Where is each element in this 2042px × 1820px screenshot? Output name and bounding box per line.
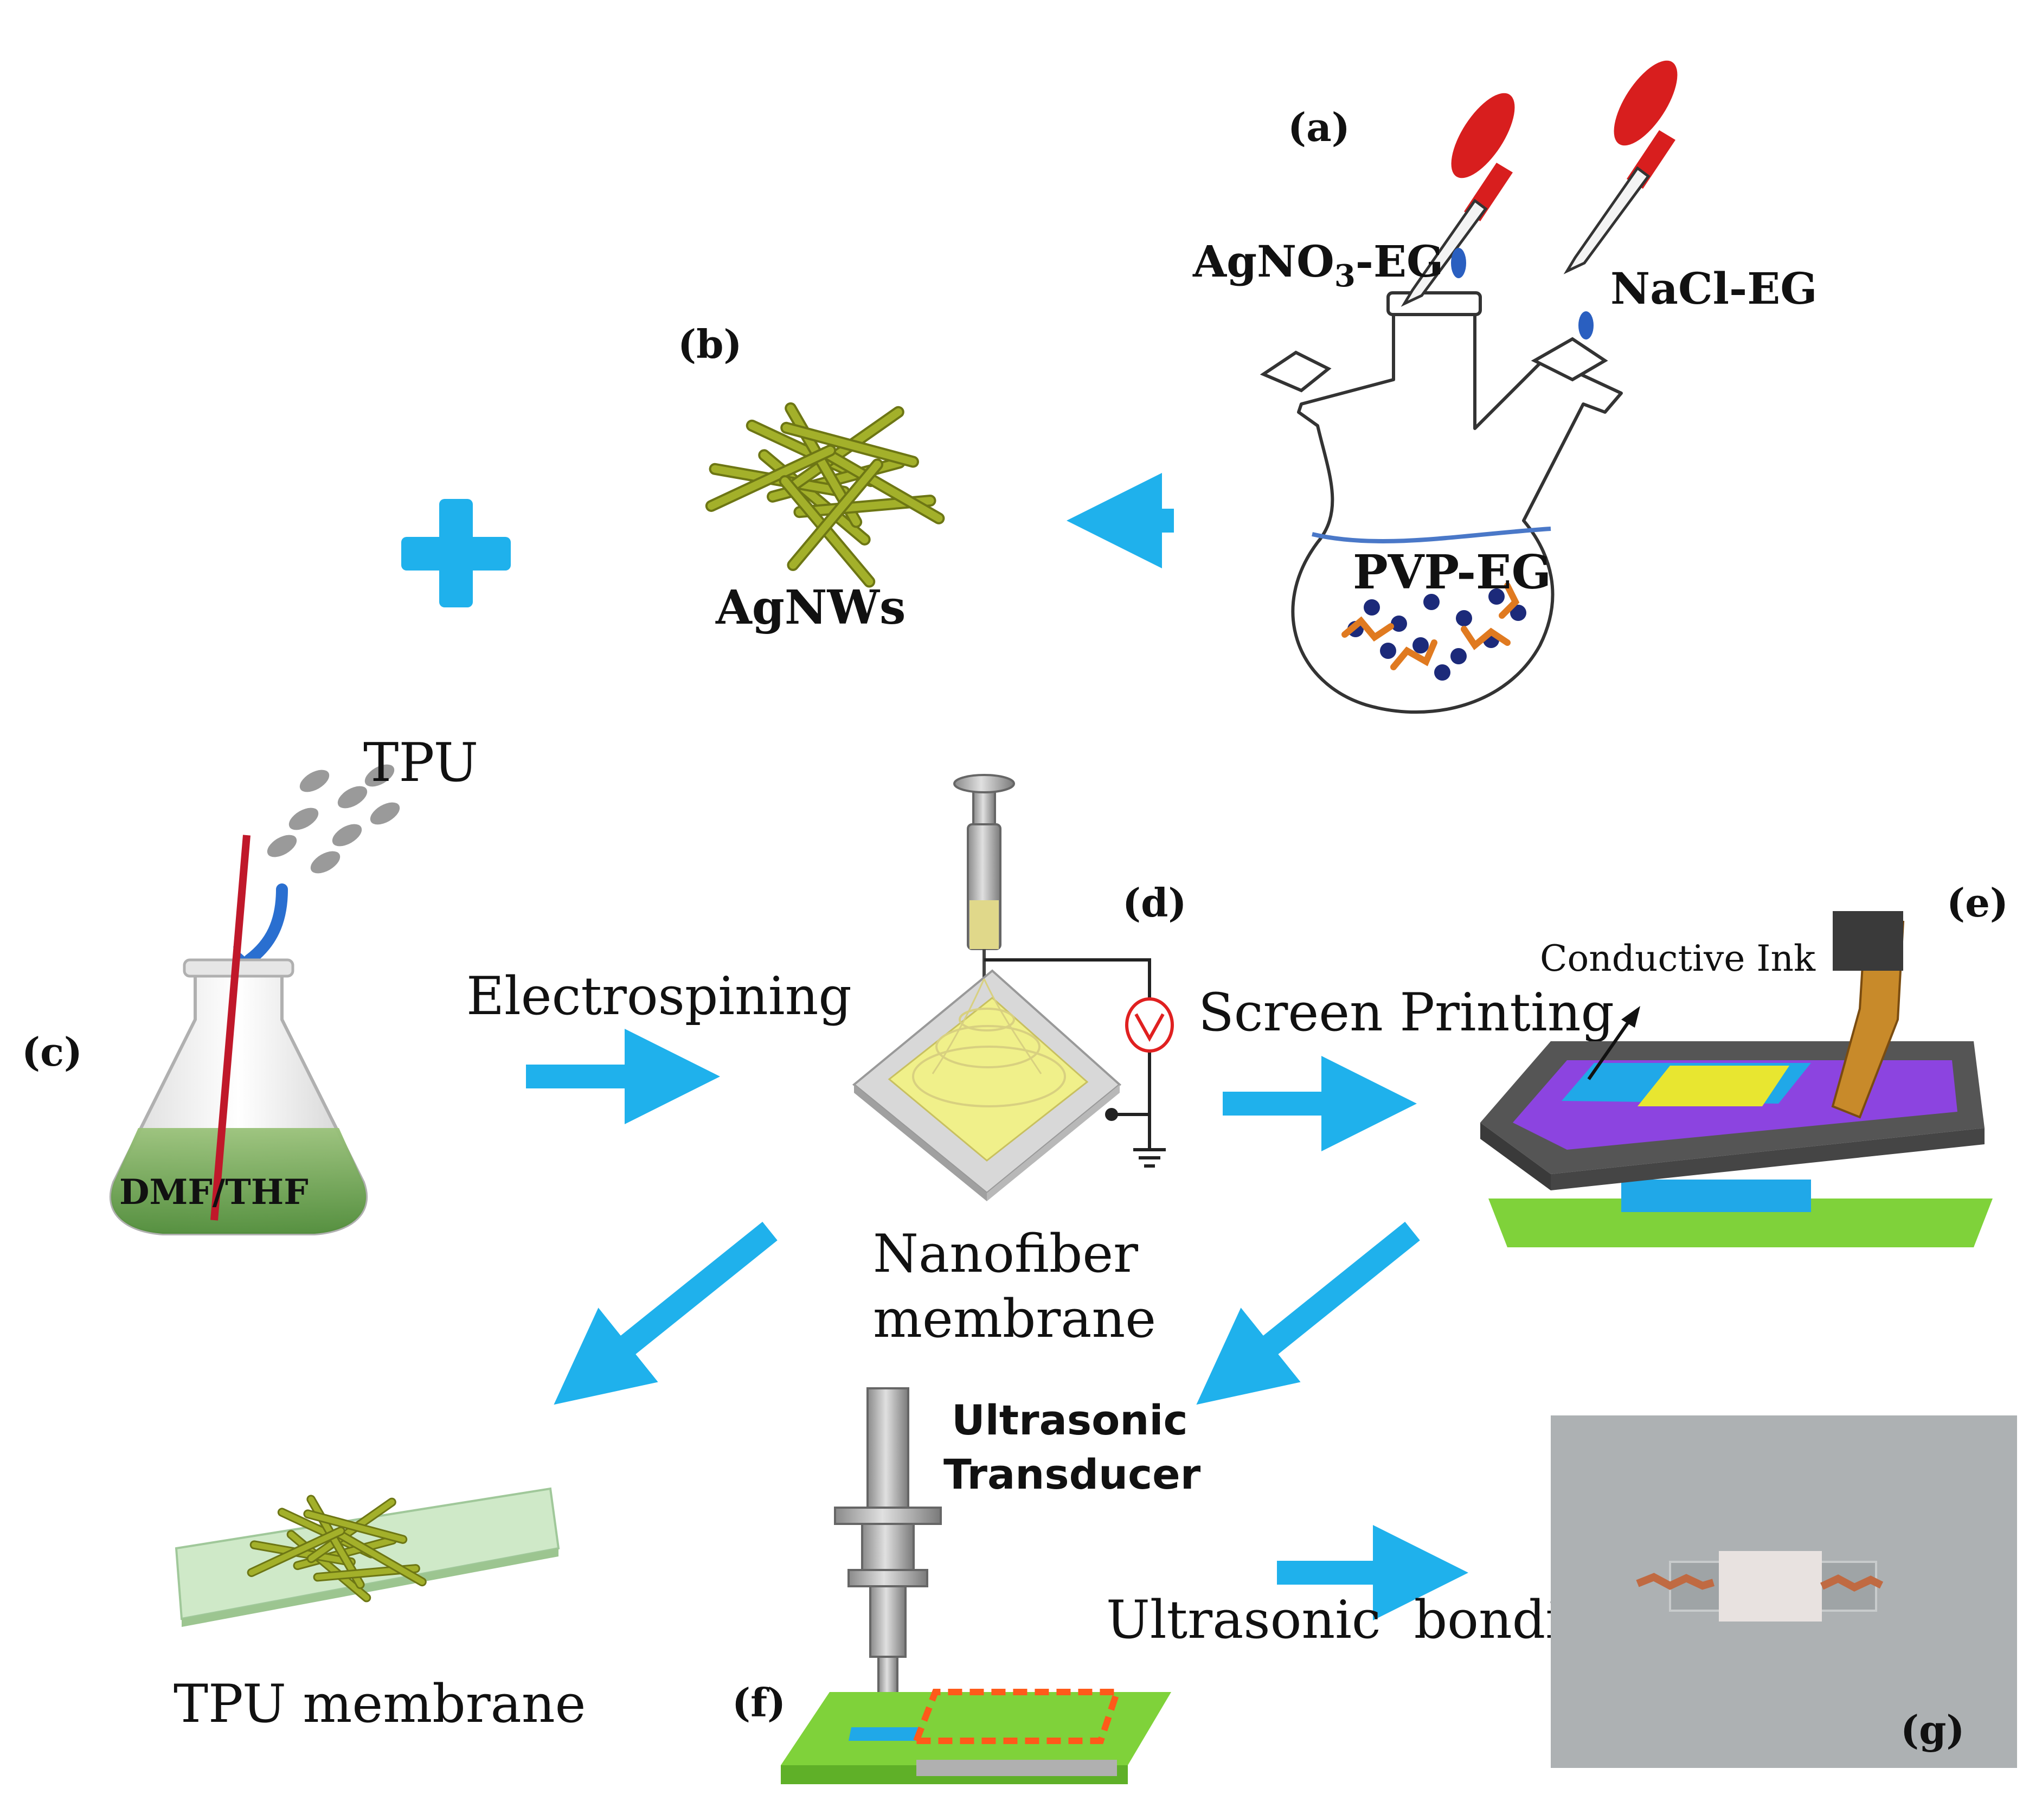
- ultrasonic-transducer: [834, 1387, 942, 1696]
- conductive-ink-label: Conductive Ink: [1540, 938, 1816, 979]
- transducer-label-line1: Ultrasonic: [952, 1396, 1188, 1444]
- agnws-label: AgNWs: [715, 580, 906, 635]
- conductive-ink-pointer-head: [1621, 1006, 1640, 1028]
- plus-icon: [401, 499, 511, 607]
- silver-nanowires: [703, 400, 947, 590]
- voltage-source-icon: [1125, 997, 1174, 1053]
- label-d: (d): [1122, 880, 1186, 926]
- syringe: [953, 774, 1015, 979]
- label-g: (g): [1900, 1707, 1964, 1753]
- erlenmeyer-flask: [110, 835, 368, 1235]
- arrow-to-tpu-membrane: [554, 1221, 778, 1405]
- pipette-agno3: [1401, 93, 1515, 307]
- agno3-eg-label: AgNO3-EG: [1192, 236, 1443, 294]
- pipette-nacl: [1563, 60, 1678, 339]
- three-neck-flask: [1260, 291, 1623, 714]
- squeegee: [1831, 911, 1905, 1119]
- label-f: (f): [732, 1680, 786, 1726]
- screen-printing-setup: [1480, 1041, 1993, 1247]
- nacl-eg-label: NaCl-EG: [1610, 263, 1818, 314]
- conductive-ink-pointer: [1587, 1016, 1634, 1080]
- pvp-eg-label: PVP-EG: [1353, 545, 1551, 600]
- device-photo: [1551, 1415, 2017, 1768]
- screen-printing-label: Screen Printing: [1198, 982, 1614, 1043]
- nanofiber-label-line1: Nanofiber: [873, 1223, 1138, 1284]
- solvent-label: DMF/THF: [119, 1172, 309, 1213]
- nanofiber-label-line2: membrane: [873, 1289, 1156, 1349]
- arrow-to-ultrasonic: [1196, 1221, 1420, 1405]
- collector-plate: [852, 969, 1122, 1201]
- label-b: (b): [678, 321, 742, 367]
- bonding-platform: [781, 1689, 1171, 1784]
- label-e: (e): [1947, 880, 2008, 926]
- electrospinning-label: Electrospining: [466, 966, 852, 1027]
- transducer-label-line2: Transducer: [943, 1450, 1201, 1498]
- label-c: (c): [22, 1029, 82, 1075]
- ultrasonic-bonding-label: Ultrasonic bonding: [1106, 1590, 1629, 1650]
- tpu-pellets: [267, 764, 400, 874]
- pour-arrow: [243, 883, 288, 966]
- tpu-membrane-label: TPU membrane: [174, 1674, 586, 1734]
- pvp-eg-solution: [1341, 582, 1526, 681]
- high-voltage-circuit: [984, 958, 1166, 1168]
- tpu-membrane: [175, 1487, 560, 1627]
- label-a: (a): [1288, 104, 1350, 150]
- tpu-label: TPU: [363, 732, 478, 794]
